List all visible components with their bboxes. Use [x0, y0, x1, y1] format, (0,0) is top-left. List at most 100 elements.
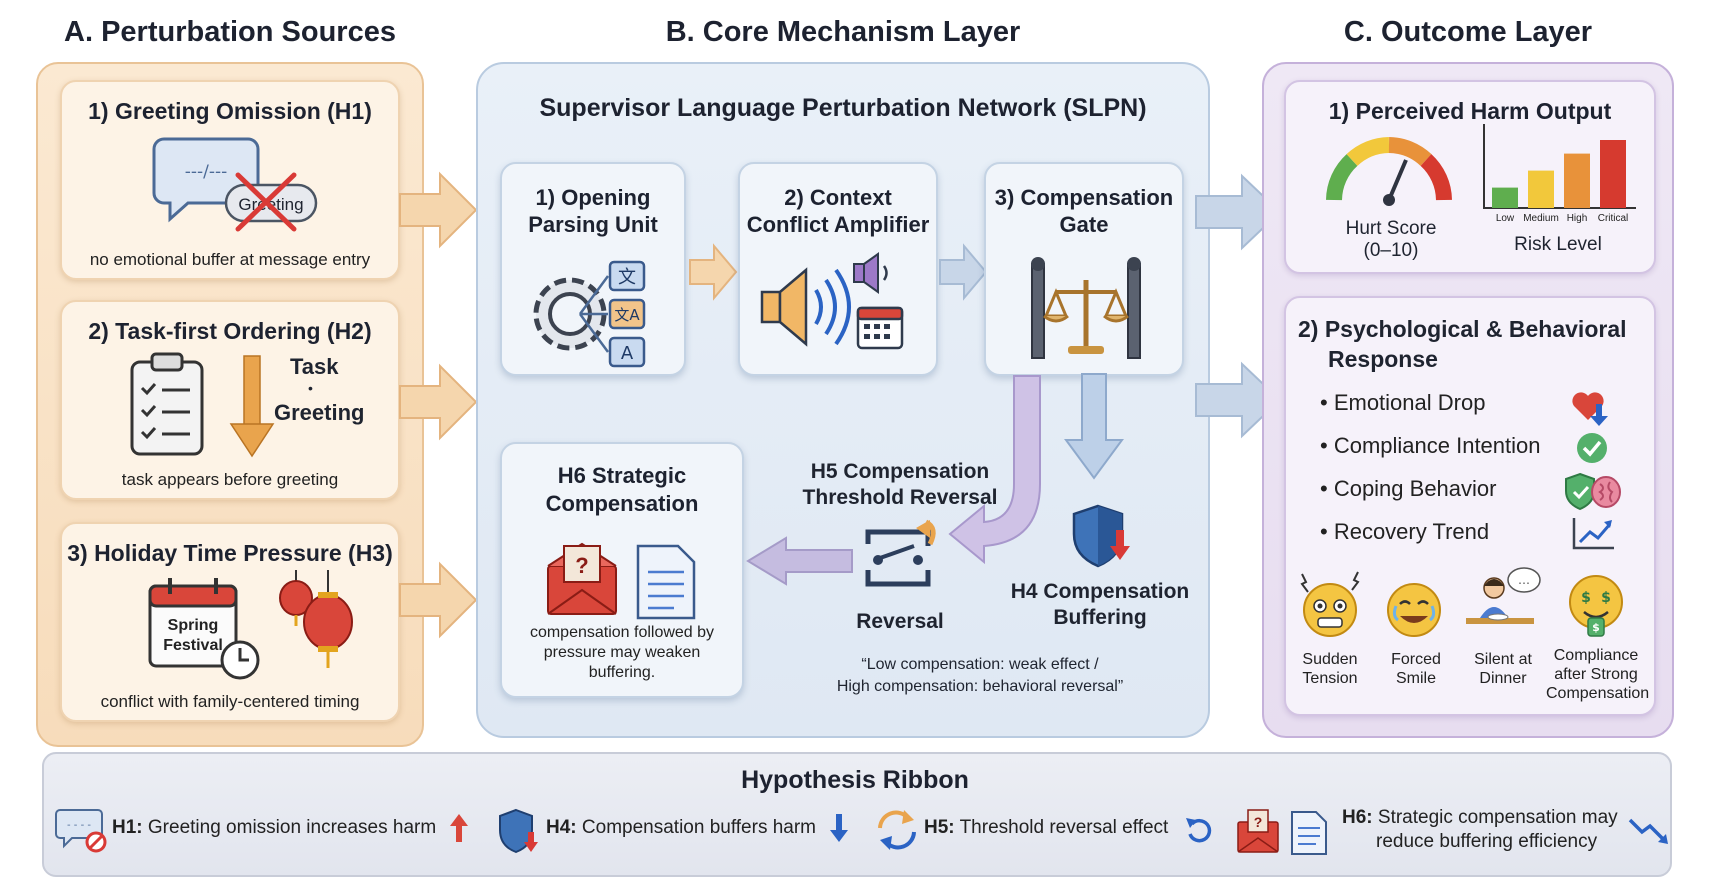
gear-translate-icon: 文 文A A: [533, 260, 646, 368]
svg-text:$: $: [1601, 590, 1611, 606]
h4-title-1: H4 Compensation: [1010, 580, 1190, 603]
trend-chart-icon: [1572, 518, 1614, 550]
calendar-festival: Festival: [163, 637, 223, 654]
holiday-pressure-card: 3) Holiday Time Pressure (H3) Spring Fes…: [60, 522, 400, 722]
undo-icon: [1186, 818, 1212, 843]
gauge-icon: [1326, 137, 1452, 206]
svg-text:?: ?: [575, 553, 588, 578]
h5-title-1: H5 Compensation: [810, 460, 990, 483]
cycle-arrows-icon: [878, 810, 916, 850]
arrow-gate-to-reversal: [948, 375, 1041, 565]
bullet-emotional-drop: • Emotional Drop: [1320, 390, 1486, 415]
greeting-omission-caption: no emotional buffer at message entry: [89, 250, 371, 269]
heart-down-icon: [1572, 392, 1608, 426]
arrow-unit2-to-unit3: [939, 243, 988, 301]
arrow-gate-to-h4: [1064, 373, 1124, 480]
svg-text:文: 文: [618, 267, 636, 288]
task-first-caption: task appears before greeting: [121, 470, 339, 489]
forced-smile-face-icon: [1387, 583, 1441, 637]
svg-text:$: $: [1581, 590, 1591, 606]
svg-text:A: A: [621, 343, 634, 364]
arrow-a-to-b-3: [399, 561, 478, 639]
hurt-score-label: Hurt Score: [1345, 218, 1437, 239]
arrow-unit1-to-unit2: [689, 243, 738, 301]
svg-text:…: …: [1518, 573, 1530, 587]
h6-caption-2: pressure may weaken: [543, 644, 701, 661]
shield-ribbon-icon: [499, 808, 538, 854]
svg-text:- - - -: - - - -: [67, 820, 91, 831]
harm-title: 1) Perceived Harm Output: [1328, 98, 1612, 124]
scales-gate-icon: [1031, 257, 1141, 359]
perceived-harm-card: 1) Perceived Harm Output Hurt Score (0–1…: [1284, 80, 1656, 274]
unit-3-line-1: 3) Compensation: [994, 185, 1174, 210]
risk-bar-medium: [1528, 170, 1554, 208]
opening-parsing-unit: 1) Opening Parsing Unit 文 文A A: [500, 162, 686, 376]
task-first-title: 2) Task-first Ordering (H2): [88, 318, 372, 344]
tension-face-icon: [1300, 571, 1360, 637]
shield-brain-icon: [1565, 472, 1621, 511]
down-arrow-small-icon: [830, 814, 848, 842]
compensation-gate: 3) Compensation Gate: [984, 162, 1184, 376]
silent-dinner-icon: …: [1466, 567, 1541, 624]
no-greeting-bubble-icon: - - - -: [55, 809, 107, 853]
svg-text:$: $: [1592, 621, 1600, 634]
unit-2-line-2: Conflict Amplifier: [746, 212, 930, 237]
response-title-1: 2) Psychological & Behavioral: [1298, 316, 1627, 342]
bubble-text: ---/---: [185, 162, 228, 182]
arrow-b-to-c-1: [1195, 173, 1282, 251]
switch-reversal-icon: [865, 519, 936, 587]
check-circle-icon: [1577, 433, 1607, 463]
arrow-reversal-to-h6: [746, 536, 853, 586]
h6-hypothesis: H6: Strategic compensation may reduce bu…: [1342, 807, 1618, 852]
task-label: Task: [290, 354, 339, 379]
risk-tick-low: Low: [1496, 213, 1515, 224]
holiday-pressure-caption: conflict with family-centered timing: [100, 692, 360, 711]
speaker-calendar-icon: [760, 252, 904, 350]
down-arrow-icon: [229, 355, 275, 458]
svg-text:文A: 文A: [614, 306, 640, 324]
hypothesis-ribbon: [42, 752, 1672, 877]
bullet-compliance-intention: • Compliance Intention: [1320, 433, 1541, 458]
greeting-omission-title: 1) Greeting Omission (H1): [88, 98, 372, 124]
h5-title-2: Threshold Reversal: [802, 486, 998, 509]
arrow-a-to-b-1: [399, 171, 478, 249]
money-face-icon: $ $ $: [1569, 575, 1623, 637]
envelope-doc-ribbon-icon: ?: [1237, 809, 1327, 855]
bullet-coping-behavior: • Coping Behavior: [1320, 476, 1497, 501]
arrow-a-to-b-2: [399, 363, 478, 441]
dot-label: •: [308, 380, 313, 396]
h1-hypothesis: H1: Greeting omission increases harm: [112, 817, 437, 838]
ribbon-title: Hypothesis Ribbon: [741, 766, 969, 794]
hurt-range-label: (0–10): [1363, 240, 1419, 261]
risk-bar-low: [1492, 187, 1518, 208]
h6-caption-1: compensation followed by: [529, 624, 715, 641]
unit-1-line-2: Parsing Unit: [528, 212, 658, 237]
reversal-label: Reversal: [856, 610, 944, 633]
svg-text:?: ?: [1254, 814, 1263, 830]
h4-hypothesis: H4: Compensation buffers harm: [546, 817, 817, 838]
quote-line-1: “Low compensation: weak effect /: [861, 656, 1099, 673]
unit-2-line-1: 2) Context: [784, 185, 892, 210]
risk-bar-high: [1564, 153, 1590, 208]
holiday-pressure-title: 3) Holiday Time Pressure (H3): [67, 540, 393, 566]
calendar-spring: Spring: [168, 617, 219, 634]
column-a-title: A. Perturbation Sources: [64, 16, 396, 48]
context-conflict-amplifier: 2) Context Conflict Amplifier: [738, 162, 938, 376]
clipboard-checklist-icon: [130, 352, 204, 456]
psychological-response-card: [1284, 296, 1656, 716]
greeting-omission-card: 1) Greeting Omission (H1) ---/--- Greeti…: [60, 80, 400, 280]
slpn-title: Supervisor Language Perturbation Network…: [539, 94, 1147, 122]
risk-tick-critical: Critical: [1598, 213, 1629, 224]
quote-line-2: High compensation: behavioral reversal”: [836, 678, 1124, 695]
unit-1-line-1: 1) Opening: [535, 185, 651, 210]
h6-line-2: Compensation: [545, 491, 699, 516]
risk-level-label: Risk Level: [1514, 234, 1602, 255]
h6-caption-3: buffering.: [588, 664, 656, 681]
calendar-icon: Spring Festival: [148, 578, 260, 680]
task-first-card: 2) Task-first Ordering (H2) Task • Greet…: [60, 300, 400, 500]
